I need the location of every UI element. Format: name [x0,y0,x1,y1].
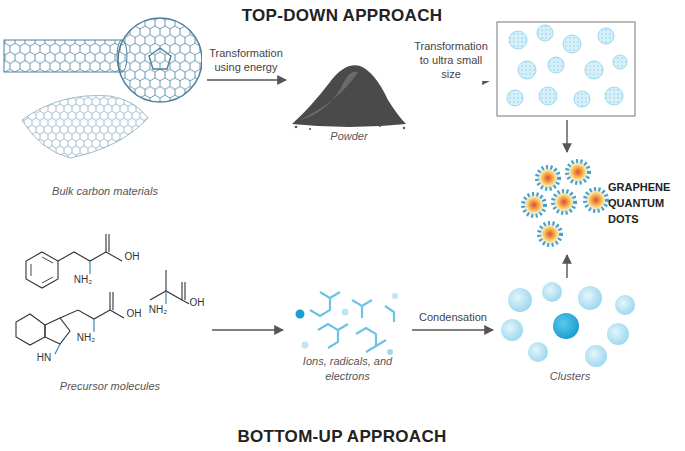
stage-caption: Bulk carbon materials [46,184,164,198]
precursor-molecules [16,234,195,354]
stage-caption: Precursor molecules [51,379,169,393]
process-arrow [207,79,286,80]
product-node: GRAPHENE QUANTUM DOTS [520,158,680,253]
atom-label: NH₂ [76,332,96,343]
stage-node: Clusters [495,280,645,385]
process-arrow [566,120,567,152]
process-arrow [412,329,493,330]
step-label: Transformation to ultra small size [409,39,493,82]
process-arrow [212,329,283,330]
atom-label: OH [124,251,141,262]
section-heading: TOP-DOWN APPROACH [242,6,443,26]
nanotube [4,40,127,72]
atom-label: HN [36,352,52,363]
section-heading: BOTTOM-UP APPROACH [237,427,446,447]
ions-radicals [296,292,399,355]
atom-label: NH₂ [73,274,93,285]
step-label: Transformation using energy [202,46,290,75]
fullerene [118,18,202,102]
stage-node: Bulk carbon materials [5,35,205,200]
product-title: GRAPHENE QUANTUM DOTS [608,180,680,228]
nano-particle-box [497,22,635,116]
graphene-sheet [22,96,148,159]
powder-pile [292,65,406,130]
step-label: Condensation [411,310,495,324]
atom-label: NH₂ [148,304,168,315]
clusters [501,282,635,367]
atom-label: OH [189,297,206,308]
process-arrow [566,255,567,278]
stage-node: Powder [288,45,410,145]
stage-caption: Clusters [511,369,629,383]
stage-caption: Powder [290,129,408,143]
atom-label: OH [126,308,143,319]
quantum-dots [523,161,607,245]
stage-node: Precursor molecules [10,230,210,395]
stage-node: Ions, radicals, and electrons [285,280,410,385]
stage-caption: Ions, radicals, and electrons [289,354,407,383]
